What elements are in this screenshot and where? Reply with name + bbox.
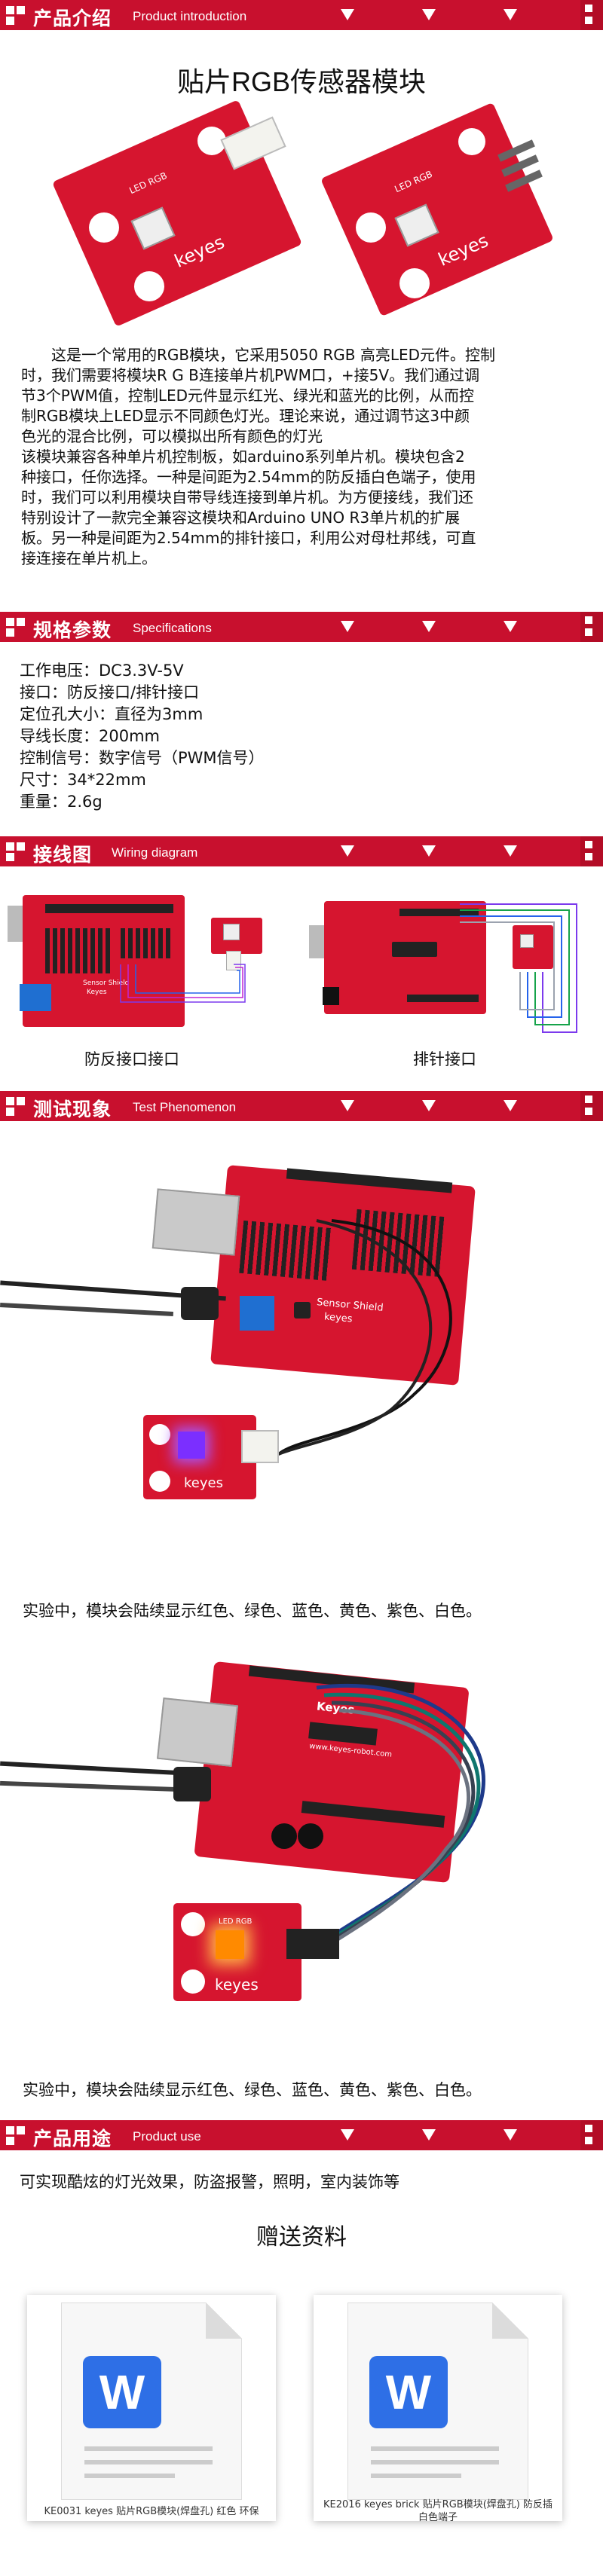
use-text: 可实现酷炫的灯光效果，防盗报警，照明，室内装饰等 <box>20 2173 399 2191</box>
triangle-icon <box>504 9 517 20</box>
download-filename: KE0031 keyes 贴片RGB模块(焊盘孔) 红色 环保 <box>44 2506 259 2517</box>
spec-item: 重量：2.6g <box>20 793 103 811</box>
spec-item: 定位孔大小：直径为3mm <box>20 705 204 723</box>
section-subtitle: Test Phenomenon <box>133 1100 237 1114</box>
spec-item: 接口：防反接口/排针接口 <box>20 683 200 701</box>
spec-item: 导线长度：200mm <box>20 727 160 745</box>
corner-squares-icon <box>580 0 603 30</box>
section-title: 产品介绍 <box>33 8 112 29</box>
word-file-icon: W <box>347 2303 528 2500</box>
intro-line: 时，我们可以利用模块自带导线连接到单片机。为方便接线，我们还 <box>21 488 473 506</box>
download-card-2[interactable]: W KE2016 keyes brick 贴片RGB模块(焊盘孔) 防反插白色端… <box>314 2295 562 2523</box>
intro-line: 接连接在单片机上。 <box>21 549 157 567</box>
wires-icon <box>312 1683 485 1957</box>
section-subtitle: Product use <box>133 2129 201 2144</box>
section-subtitle: Specifications <box>133 621 212 635</box>
intro-line: 色光的混合比例，可以模拟出所有颜色的灯光 <box>21 427 323 445</box>
section-squares-icon <box>6 2126 26 2146</box>
section-squares-icon <box>6 842 26 862</box>
intro-line: 特别设计了一款完全兼容这模块和Arduino UNO R3单片机的扩展 <box>21 509 461 527</box>
triangle-icon <box>341 9 354 20</box>
shield-label: Sensor Shield <box>83 979 130 987</box>
test-caption-2: 实验中，模块会陆续显示红色、绿色、蓝色、黄色、紫色、白色。 <box>23 2081 482 2099</box>
section-header-test: 测试现象 Test Phenomenon <box>0 1091 603 1121</box>
product-title: 贴片RGB传感器模块 <box>176 66 426 97</box>
spec-item: 控制信号：数字信号（PWM信号） <box>20 749 265 767</box>
module-silk-label: LED RGB <box>219 1917 253 1926</box>
spec-item: 工作电压：DC3.3V-5V <box>20 662 184 680</box>
section-squares-icon <box>6 1097 26 1117</box>
intro-line: 种接口，任你选择。一种是间距为2.54mm的防反插白色端子，使用 <box>21 468 476 486</box>
intro-line: 时，我们需要将模块R G B连接单片机PWM口，+接5V。我们通过调 <box>21 366 480 384</box>
wires-icon <box>270 1219 452 1459</box>
section-header-wiring: 接线图 Wiring diagram <box>0 836 603 866</box>
shield-brand: Keyes <box>87 989 107 996</box>
intro-line: 该模块兼容各种单片机控制板，如arduino系列单片机。模块包含2 <box>21 448 465 466</box>
intro-paragraph: 这是一个常用的RGB模块，它采用5050 RGB 高亮LED元件。控制 时，我们… <box>21 345 583 569</box>
module-brand: keyes <box>184 1475 223 1491</box>
test-caption-1: 实验中，模块会陆续显示红色、绿色、蓝色、黄色、紫色、白色。 <box>23 1602 482 1620</box>
module-brand: keyes <box>215 1976 259 1994</box>
section-title: 产品用途 <box>33 2128 112 2150</box>
wiring-right-caption: 排针接口 <box>413 1050 476 1068</box>
download-filename: KE2016 keyes brick 贴片RGB模块(焊盘孔) 防反插白色端子 <box>323 2499 552 2523</box>
rgb-led-icon <box>216 1930 244 1959</box>
section-header-spec: 规格参数 Specifications <box>0 612 603 642</box>
gift-title: 赠送资料 <box>256 2225 347 2250</box>
section-header-intro: 产品介绍 Product introduction <box>0 0 603 30</box>
wires-icon <box>460 903 577 1033</box>
download-card-1[interactable]: W KE0031 keyes 贴片RGB模块(焊盘孔) 红色 环保 <box>27 2295 276 2521</box>
wiring-left-caption: 防反接口接口 <box>84 1050 179 1068</box>
section-title: 测试现象 <box>33 1099 112 1120</box>
spec-item: 尺寸：34*22mm <box>20 771 146 789</box>
section-header-use: 产品用途 Product use <box>0 2120 603 2150</box>
section-subtitle: Wiring diagram <box>112 845 198 860</box>
section-subtitle: Product introduction <box>133 9 247 23</box>
section-title: 规格参数 <box>33 619 112 641</box>
rgb-led-icon <box>178 1432 205 1459</box>
intro-line: 板。另一种是间距为2.54mm的排针接口，利用公对母杜邦线，可直 <box>21 529 476 547</box>
intro-line: 节3个PWM值，控制LED元件显示红光、绿光和蓝光的比例，从而控 <box>21 387 474 405</box>
section-squares-icon <box>6 6 26 26</box>
section-squares-icon <box>6 618 26 637</box>
word-file-icon: W <box>61 2303 242 2500</box>
wires-icon <box>120 964 246 1003</box>
intro-line: 这是一个常用的RGB模块，它采用5050 RGB 高亮LED元件。控制 <box>51 346 496 364</box>
section-title: 接线图 <box>33 844 93 866</box>
triangle-icon <box>422 9 436 20</box>
intro-line: 制RGB模块上LED显示不同颜色灯光。理论来说，通过调节这3中颜 <box>21 407 470 425</box>
spec-list: 工作电压：DC3.3V-5V 接口：防反接口/排针接口 定位孔大小：直径为3mm… <box>20 660 265 813</box>
